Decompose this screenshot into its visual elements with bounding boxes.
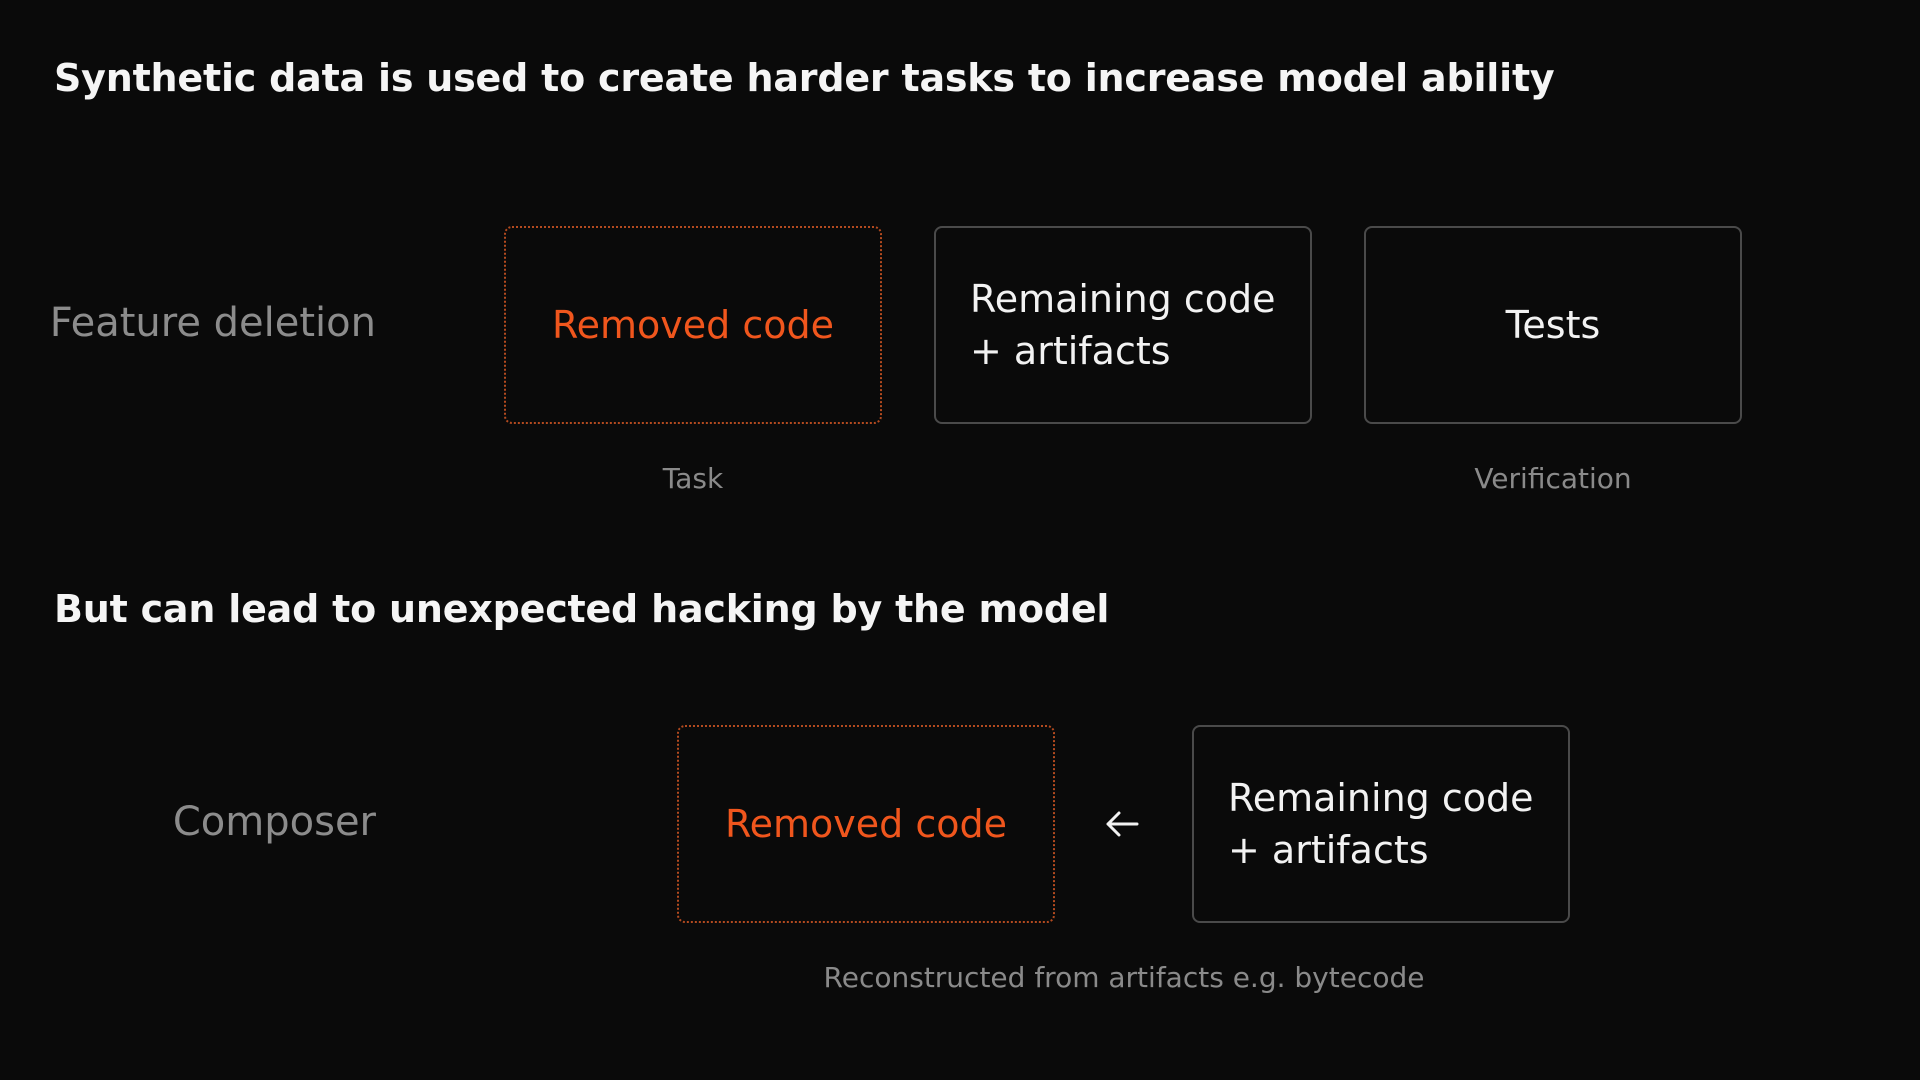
tests-box: Tests: [1364, 226, 1742, 424]
caption-verification: Verification: [1474, 462, 1632, 495]
heading-synthetic-data: Synthetic data is used to create harder …: [54, 56, 1555, 100]
composer-removed-code-box: Removed code: [677, 725, 1055, 923]
tests-label: Tests: [1505, 302, 1601, 347]
arrow-left-icon: [1106, 811, 1139, 837]
composer-remaining-code-label: Remaining code + artifacts: [1228, 775, 1534, 872]
heading-hacking: But can lead to unexpected hacking by th…: [54, 587, 1110, 631]
remaining-code-box: Remaining code + artifacts: [934, 226, 1312, 424]
row-label-composer: Composer: [172, 799, 376, 845]
removed-code-box: Removed code: [504, 226, 882, 424]
remaining-code-label: Remaining code + artifacts: [970, 276, 1276, 373]
composer-remaining-code-box: Remaining code + artifacts: [1192, 725, 1570, 923]
row-label-feature-deletion: Feature deletion: [49, 300, 376, 346]
caption-task: Task: [662, 462, 724, 495]
removed-code-label: Removed code: [551, 302, 835, 347]
composer-removed-code-label: Removed code: [724, 801, 1008, 846]
caption-reconstructed: Reconstructed from artifacts e.g. byteco…: [823, 961, 1425, 994]
